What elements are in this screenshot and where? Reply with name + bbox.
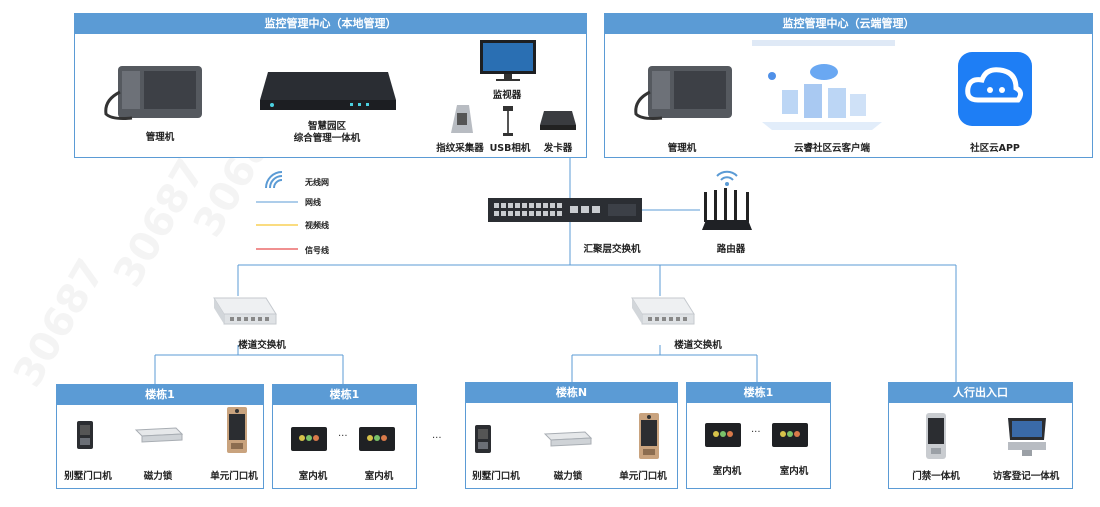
item-label: 单元门口机	[210, 471, 258, 482]
visitor-terminal-icon	[1008, 418, 1046, 456]
aggregation-switch-icon	[488, 198, 642, 222]
fingerprint-reader-icon	[451, 105, 473, 133]
item-label: 室内机	[712, 466, 742, 477]
indoor-monitor-icon	[772, 423, 808, 447]
indoor-monitor-icon	[291, 427, 327, 451]
floor-switch-label: 楼道交换机	[238, 340, 286, 351]
panel-title: 楼栋1	[687, 383, 830, 403]
router-icon	[702, 170, 752, 230]
floor-switch-label: 楼道交换机	[674, 340, 722, 351]
legend-swatch	[256, 201, 298, 203]
item-label: 室内机	[298, 471, 328, 482]
legend-label: 视频线	[305, 221, 329, 230]
item-label: 磁力锁	[143, 471, 173, 482]
item-label: 室内机	[364, 471, 394, 482]
card-issuer-icon	[540, 111, 576, 130]
item-label: 磁力锁	[553, 471, 583, 482]
item-label: 室内机	[779, 466, 809, 477]
legend-label: 无线网	[305, 178, 329, 187]
villa-door-station-icon	[475, 425, 491, 453]
access-control-terminal-icon	[926, 413, 946, 459]
panel-title: 楼栋N	[466, 383, 677, 403]
manager-terminal-icon	[104, 66, 202, 120]
item-label: 访客登记一体机	[992, 471, 1060, 482]
magnetic-lock-icon	[134, 427, 184, 443]
legend-swatch	[256, 224, 298, 226]
indoor-monitor-icon	[359, 427, 395, 451]
nvr-label-line1: 智慧园区	[307, 121, 347, 132]
monitor-label: 监视器	[492, 90, 522, 101]
nvr-label-line2: 综合管理一体机	[293, 133, 361, 144]
ellipsis: ...	[338, 428, 348, 439]
card-issuer-label: 发卡器	[543, 143, 573, 154]
aggregation-switch-label: 汇聚层交换机	[583, 244, 641, 255]
ellipsis: ...	[751, 424, 761, 435]
fingerprint-label: 指纹采集器	[436, 143, 484, 154]
item-label: 门禁一体机	[912, 471, 960, 482]
usb-camera-icon	[503, 106, 513, 136]
unit-door-station-icon	[639, 413, 659, 459]
nvr-icon	[260, 72, 396, 110]
panel-title: 人行出入口	[889, 383, 1072, 403]
usb-camera-label: USB相机	[489, 143, 531, 154]
panel-title: 监控管理中心（云端管理）	[605, 14, 1092, 34]
manager-terminal-icon	[634, 66, 732, 120]
panel-title: 楼栋1	[57, 385, 263, 405]
monitor-icon	[480, 40, 536, 81]
legend-label: 网线	[305, 198, 321, 207]
cloud-client-illustration-icon	[752, 40, 895, 130]
router-label: 路由器	[716, 244, 746, 255]
indoor-monitor-icon	[705, 423, 741, 447]
floor-switch-icon	[213, 297, 277, 325]
manager-label: 管理机	[667, 143, 697, 154]
item-label: 别墅门口机	[472, 471, 520, 482]
magnetic-lock-icon	[543, 431, 593, 447]
legend-label: 信号线	[305, 246, 329, 255]
villa-door-station-icon	[77, 421, 93, 449]
legend-swatch	[256, 248, 298, 250]
item-label: 单元门口机	[619, 471, 667, 482]
panel-title: 监控管理中心（本地管理）	[75, 14, 586, 34]
ellipsis: ...	[432, 430, 442, 441]
wifi-icon	[265, 171, 283, 189]
cloud-app-icon[interactable]	[958, 52, 1032, 126]
item-label: 别墅门口机	[64, 471, 112, 482]
floor-switch-icon	[631, 297, 695, 325]
manager-label: 管理机	[145, 132, 175, 143]
panel-title: 楼栋1	[273, 385, 416, 405]
cloud-app-label: 社区云APP	[970, 143, 1020, 154]
cloud-client-label: 云睿社区云客户端	[793, 143, 871, 154]
unit-door-station-icon	[227, 407, 247, 453]
